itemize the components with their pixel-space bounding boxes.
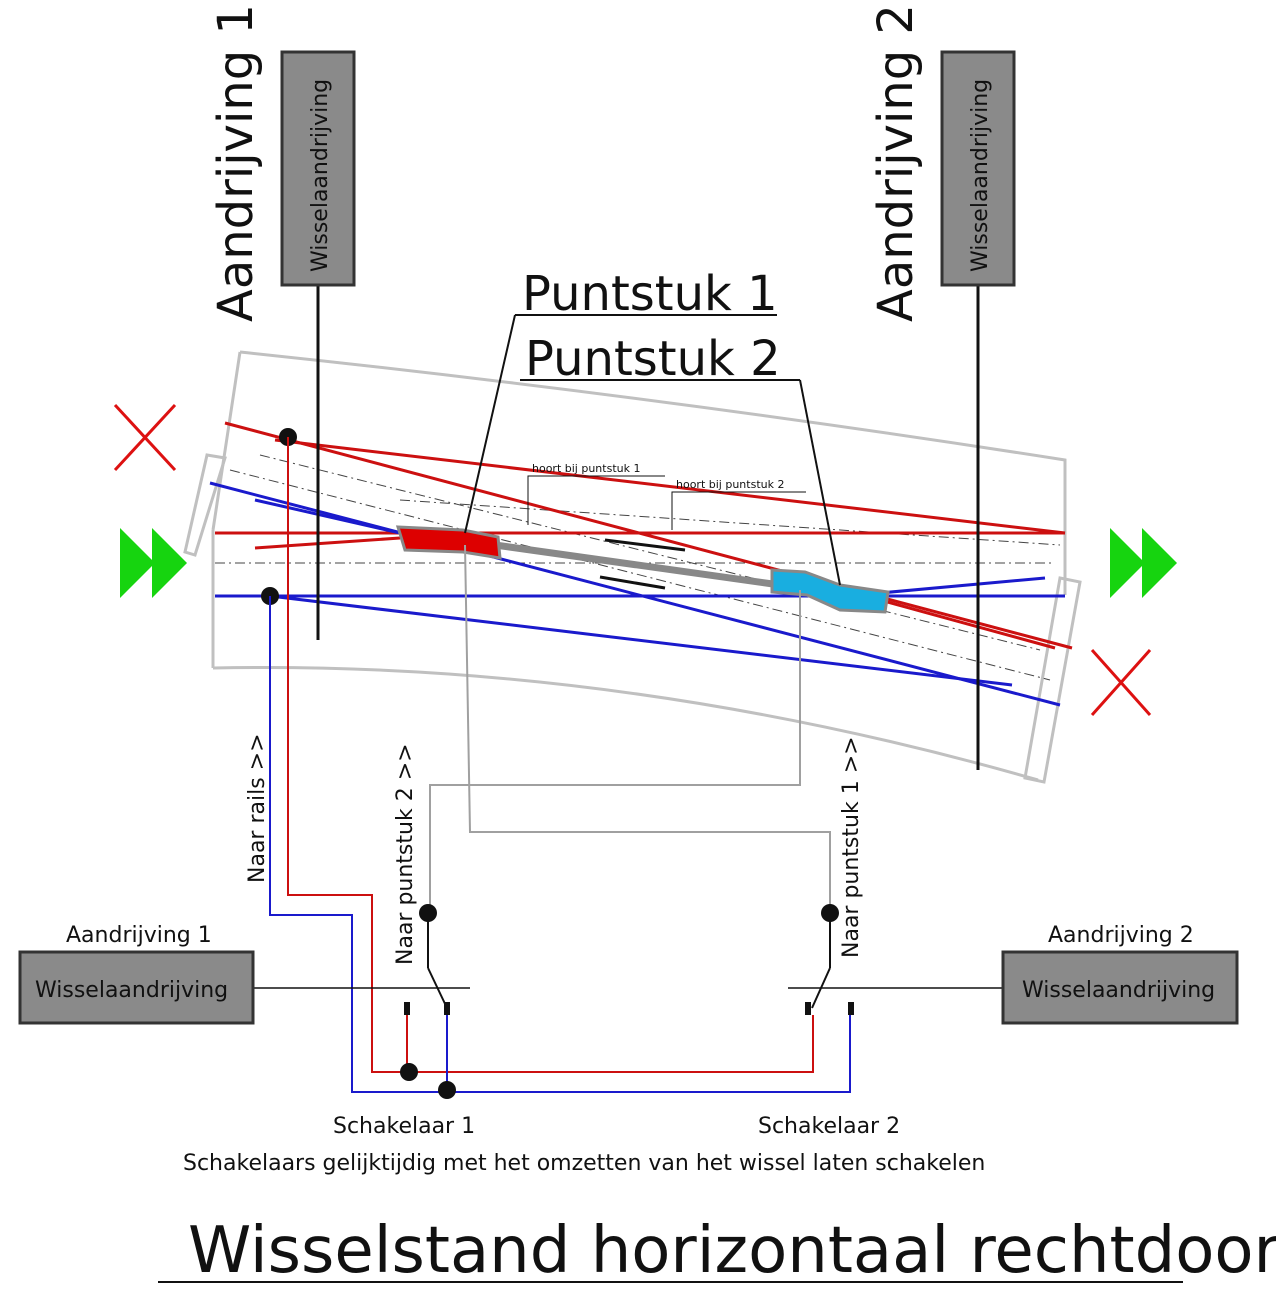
drive-2-vertical-label: Aandrijving 2 bbox=[868, 4, 924, 322]
drive-1-top-box bbox=[280, 50, 356, 287]
frog-2-wire bbox=[429, 590, 801, 913]
frog-1-label: Puntstuk 1 bbox=[522, 266, 778, 322]
drive-1-bottom-box-label: Wisselaandrijving bbox=[35, 978, 228, 1003]
frog-1-leader bbox=[464, 314, 516, 534]
frog-link-rod bbox=[494, 541, 781, 589]
drive-1-bottom-box bbox=[18, 950, 255, 1025]
frog-1-note: hoort bij puntstuk 1 bbox=[532, 462, 640, 475]
frog-1-wire bbox=[464, 544, 831, 913]
drive-1-bottom-label: Aandrijving 1 bbox=[66, 923, 212, 948]
blue-wire bbox=[269, 596, 851, 1093]
to-frog-2-label: Naar puntstuk 2 >> bbox=[393, 743, 418, 965]
red-cross-left-icon bbox=[113, 403, 177, 472]
instruction-text: Schakelaars gelijktijdig met het omzette… bbox=[183, 1151, 985, 1176]
switch-2-label: Schakelaar 2 bbox=[758, 1114, 900, 1139]
to-frog-1-label: Naar puntstuk 1 >> bbox=[839, 736, 864, 958]
diagram-title: Wisselstand horizontaal rechtdoor bbox=[188, 1214, 1276, 1288]
green-arrow-right-icon bbox=[1110, 528, 1177, 598]
switch-1-label: Schakelaar 1 bbox=[333, 1114, 475, 1139]
to-rails-label: Naar rails >> bbox=[245, 733, 270, 883]
drive-1-vertical-label: Aandrijving 1 bbox=[208, 4, 264, 322]
frog-2-note: hoort bij puntstuk 2 bbox=[676, 478, 784, 491]
frog-2-label: Puntstuk 2 bbox=[525, 331, 781, 387]
frog-2-leader bbox=[799, 379, 841, 586]
frog-2-note-leader bbox=[671, 491, 806, 530]
drive-2-top-box bbox=[940, 50, 1016, 287]
frog-mark-2 bbox=[599, 575, 666, 590]
track-bed bbox=[183, 350, 1082, 784]
red-wire bbox=[287, 437, 814, 1073]
switch-1 bbox=[400, 904, 456, 1099]
red-cross-right-icon bbox=[1090, 649, 1152, 716]
switch-2 bbox=[805, 904, 854, 1015]
frog-1-shape bbox=[395, 525, 502, 560]
drive-2-bottom-box-label: Wisselaandrijving bbox=[1022, 978, 1215, 1003]
blue-rails bbox=[209, 481, 1065, 707]
drive-2-top-box-label: Wisselaandrijving bbox=[968, 79, 993, 272]
drive-2-bottom-label: Aandrijving 2 bbox=[1048, 923, 1194, 948]
frog-1-note-leader bbox=[527, 475, 665, 525]
drive-1-top-box-label: Wisselaandrijving bbox=[308, 79, 333, 272]
red-rails bbox=[215, 421, 1073, 650]
drive-2-bottom-box bbox=[1001, 950, 1239, 1025]
frog-2-shape bbox=[770, 568, 890, 614]
frog-mark-1 bbox=[604, 538, 686, 552]
green-arrow-left-icon bbox=[120, 528, 187, 598]
